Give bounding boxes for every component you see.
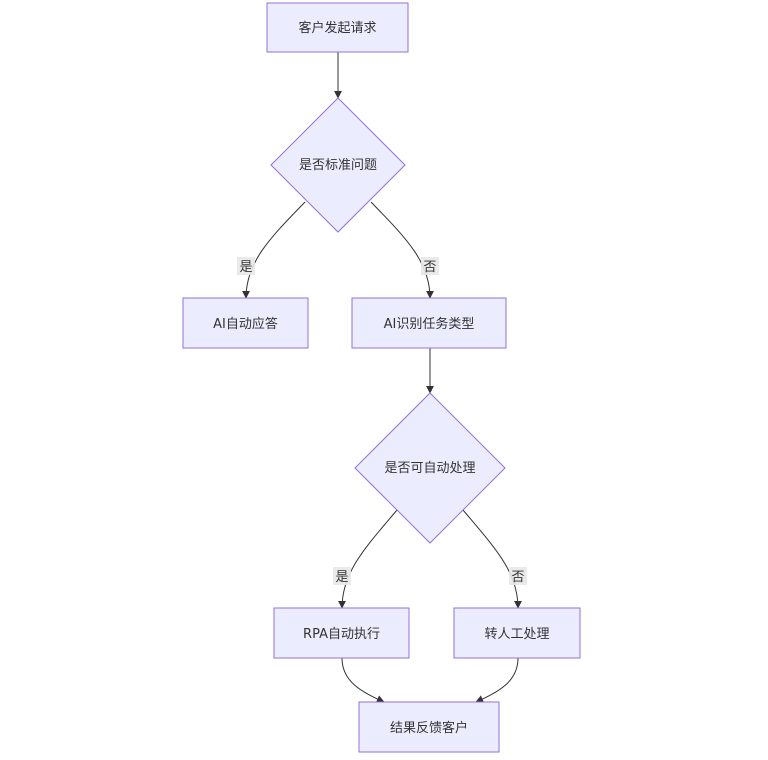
node-ai-answer[interactable]: AI自动应答 [182,297,309,349]
node-feedback[interactable]: 结果反馈客户 [358,701,500,753]
node-manual[interactable]: 转人工处理 [453,607,581,659]
edge-standard-no [370,201,434,299]
node-label: AI识别任务类型 [384,316,475,332]
node-label: 转人工处理 [484,627,549,642]
node-label: 客户发起请求 [298,20,376,36]
node-label: 是否标准问题 [299,158,377,173]
edge-rpa-to-feedback [341,657,385,703]
edge-label-automate-yes: 是 [333,567,351,585]
node-rpa-execute[interactable]: RPA自动执行 [273,607,410,659]
node-ai-classify[interactable]: AI识别任务类型 [351,297,507,349]
edge-label-text: 否 [423,260,436,275]
node-can-automate-decision[interactable]: 是否可自动处理 [354,392,506,544]
edge-label-standard-yes: 是 [237,257,255,275]
node-label: RPA自动执行 [303,627,380,642]
edge-label-text: 否 [511,570,524,585]
edge-label-automate-no: 否 [509,567,527,585]
edge-automate-no [462,509,522,609]
node-label: 结果反馈客户 [390,720,468,736]
node-label: 是否可自动处理 [384,461,475,476]
edge-label-text: 是 [335,570,348,585]
node-is-standard-decision[interactable]: 是否标准问题 [270,97,406,233]
edge-manual-to-feedback [475,657,519,703]
edge-label-standard-no: 否 [421,257,439,275]
edge-label-text: 是 [239,260,252,275]
edge-standard-yes [242,201,306,299]
node-start[interactable]: 客户发起请求 [266,2,409,53]
edge-automate-yes [338,509,398,609]
node-label: AI自动应答 [213,316,278,332]
